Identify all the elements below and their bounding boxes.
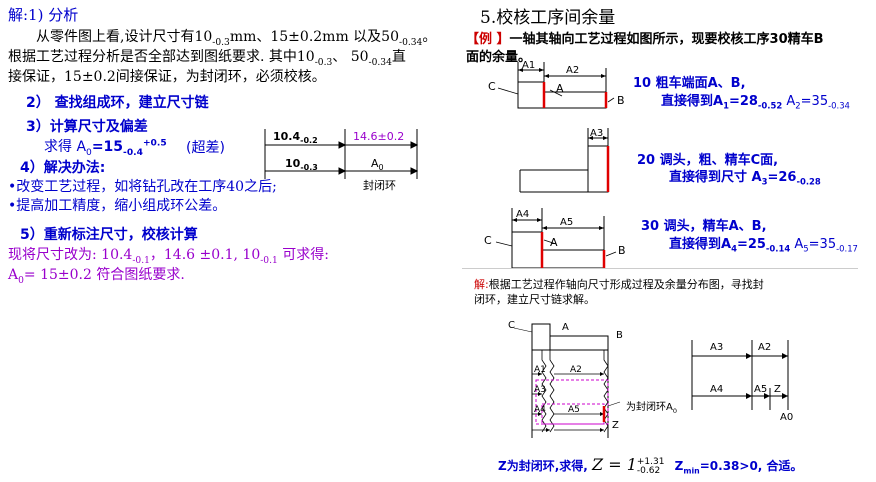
example-line-2: 面的余量。 — [466, 50, 532, 65]
op30-drawing: C A B A4 A5 — [484, 208, 626, 269]
diag-label-a5: A5 — [568, 405, 580, 415]
step-4-heading: 4）解决办法: — [20, 160, 106, 176]
op10-drawing: C A B A1 A2 — [488, 60, 625, 109]
allowance-distribution-diagram: C A B A1 A2 A3 A4 A5 Z — [508, 320, 623, 438]
solution-line-2: 闭环，建立尺寸链求解。 — [474, 293, 595, 306]
op30-line-2: 直接得到A4=25-0.14 A5=35-0.17 — [669, 237, 858, 254]
chain-label-a3: A3 — [710, 342, 723, 353]
op10-label-a: A — [556, 82, 564, 95]
chain-top-left-label: 10.4-0.2 — [273, 130, 318, 145]
diag-label-b: B — [616, 330, 623, 341]
solution-title: 解:1) 分析 — [8, 6, 79, 24]
op10-line-2: 直接得到A1=28-0.52 A2=35-0.34 — [661, 94, 850, 111]
example-line-1: 【例 】一轴其轴向工艺过程如图所示，现要校核工序30精车B — [466, 32, 824, 47]
op10-label-a2: A2 — [566, 65, 579, 76]
op30-label-a: A — [550, 236, 558, 249]
analysis-line-2: 根据工艺过程分析是否全部达到图纸要求. 其中10-0.3、 50-0.34直 — [8, 49, 406, 68]
diag-label-a2: A2 — [570, 365, 582, 375]
chain-label-a2: A2 — [758, 342, 771, 353]
diag-label-a1: A1 — [534, 365, 546, 375]
op30-label-c: C — [484, 234, 492, 247]
chain-label-a4: A4 — [710, 384, 723, 395]
diag-label-a: A — [562, 322, 569, 333]
op30-line-1: 30 调头，精车A、B, — [641, 219, 767, 234]
step-3-heading: 3）计算尺寸及偏差 — [26, 119, 148, 135]
result-line: 求得 A0=15-0.4+0.5 — [44, 138, 167, 158]
fix-1: •改变工艺过程，如将钻孔改在工序40之后; — [8, 179, 277, 195]
op20-drawing: A3 — [519, 128, 610, 193]
analysis-line-1: 从零件图上看,设计尺寸有10-0.3mm、15±0.2mm 以及50-0.34。 — [36, 29, 437, 48]
step-2-heading: 2） 查找组成环，建立尺寸链 — [26, 95, 209, 111]
chain-label-a5: A5 — [754, 384, 767, 395]
op20-label-a3: A3 — [590, 128, 603, 139]
op10-label-a1: A1 — [522, 60, 535, 71]
chain-bottom-right-label: A0 — [371, 157, 384, 172]
analysis-line-3: 接保证，15±0.2间接保证，为封闭环，必须校核。 — [8, 69, 326, 85]
dimension-chain-diagram: 10.4-0.2 14.6±0.2 10-0.3 A0 封闭环 — [264, 129, 419, 192]
op10-label-c: C — [488, 80, 496, 93]
diag-label-a4: A4 — [534, 405, 546, 415]
op10-label-b: B — [617, 94, 625, 107]
chain-label-a0: A0 — [780, 412, 793, 422]
op30-label-a5: A5 — [560, 217, 573, 228]
new-dimensions-line: 现将尺寸改为: 10.4-0.1，14.6 ±0.1, 10-0.1 可求得: — [8, 247, 329, 266]
fix-2: •提高加工精度，缩小组成环公差。 — [8, 198, 227, 214]
chain-label-z: Z — [774, 384, 781, 395]
chain-top-right-label: 14.6±0.2 — [353, 130, 404, 143]
closed-ring-note: 为封闭环A0 — [626, 402, 677, 415]
op30-label-b: B — [618, 244, 626, 257]
op20-line-2: 直接得到尺寸 A3=26-0.28 — [669, 170, 821, 187]
chain-bottom-left-label: 10-0.3 — [285, 157, 318, 172]
z-result-line: Z为封闭环,求得, Z = 1+1.31-0.62 Zmin=0.38>0, 合… — [498, 455, 803, 476]
op30-label-a4: A4 — [516, 209, 529, 220]
overlimit-note: (超差) — [186, 140, 225, 156]
diag-label-c: C — [508, 320, 515, 331]
diag-label-a3: A3 — [534, 385, 546, 395]
divider — [462, 268, 858, 269]
op10-line-1: 10 粗车端面A、B, — [633, 76, 746, 91]
right-dimension-chain: A3 A2 A4 A5 Z A0 — [691, 340, 793, 422]
section-title: 5.校核工序间余量 — [480, 8, 616, 28]
solution-line-1: 解:根据工艺过程作轴向尺寸形成过程及余量分布图，寻找封 — [474, 278, 764, 291]
op20-line-1: 20 调头，粗、精车C面, — [637, 153, 779, 168]
final-result-line: A0= 15±0.2 符合图纸要求. — [8, 267, 185, 286]
chain-closed-ring-label: 封闭环 — [363, 178, 396, 192]
step-5-heading: 5）重新标注尺寸，校核计算 — [20, 227, 198, 243]
diag-label-z: Z — [612, 420, 619, 431]
